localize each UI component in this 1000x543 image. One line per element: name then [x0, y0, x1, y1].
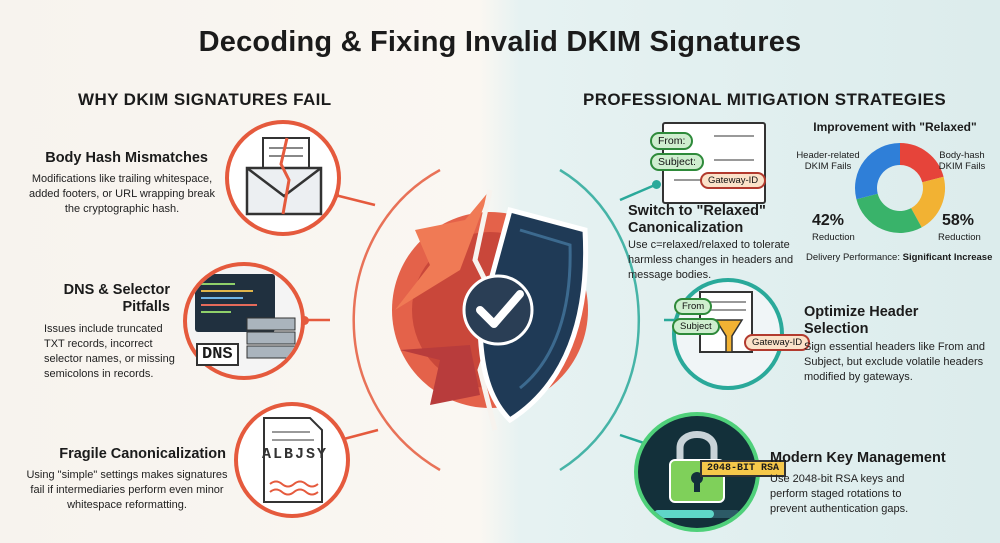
- connector-dot: [652, 180, 661, 189]
- broken-envelope-illustration: [225, 120, 341, 236]
- strategy-title-line: Switch to "Relaxed": [628, 203, 766, 219]
- checkmark-icon: [462, 274, 534, 346]
- scrambled-document-illustration: [234, 402, 350, 518]
- subject-header-tag: Subject: [672, 318, 720, 335]
- strategy-description: Use c=relaxed/relaxed to tolerate harmle…: [628, 239, 794, 281]
- chart-footer-value: Significant Increase: [902, 252, 993, 263]
- strategy-title: Switch to "Relaxed" Canonicalization: [628, 203, 798, 236]
- cause-title: DNS & Selector Pitfalls: [40, 282, 170, 315]
- cause-title-line: Pitfalls: [122, 298, 170, 315]
- cause-title: Body Hash Mismatches: [45, 150, 208, 166]
- broken-seal-shield-graphic: [392, 189, 589, 431]
- cause-description: Using "simple" settings makes signatures…: [26, 469, 228, 511]
- scrambled-letters: ALBJSY: [262, 446, 329, 463]
- donut-slice: [856, 193, 922, 233]
- chart-sub-label: Reduction: [812, 232, 855, 243]
- donut-slice: [855, 143, 901, 200]
- improvement-donut-chart: [855, 143, 945, 233]
- donut-slice: [910, 176, 945, 228]
- right-section-heading: PROFESSIONAL MITIGATION STRATEGIES: [583, 90, 947, 109]
- strategy-description: Sign essential headers like From and Sub…: [804, 341, 985, 383]
- scrambled-document-icon: [263, 417, 323, 503]
- left-section-heading: WHY DKIM SIGNATURES FAIL: [78, 90, 332, 109]
- from-header-tag: From:: [650, 132, 694, 150]
- chart-value-label: 58%: [942, 212, 975, 229]
- chart-title: Improvement with "Relaxed": [813, 120, 977, 134]
- from-header-tag: From: [674, 298, 713, 315]
- dns-badge: DNS: [196, 343, 239, 366]
- subject-header-tag: Subject:: [650, 153, 704, 171]
- gateway-id-tag: Gateway-ID: [700, 172, 767, 189]
- chart-footer: Delivery Performance: Significant Increa…: [806, 252, 996, 263]
- key-management-illustration: [634, 412, 760, 532]
- strategy-title: Optimize Header Selection: [804, 304, 984, 337]
- chart-footer-label: Delivery Performance:: [806, 252, 900, 263]
- chart-category-label: Header-related DKIM Fails: [796, 150, 860, 173]
- cause-description: Issues include truncated TXT records, in…: [44, 323, 175, 380]
- cause-title: Fragile Canonicalization: [59, 446, 226, 462]
- strategy-title-line: Selection: [804, 320, 869, 337]
- chart-sub-label: Reduction: [938, 232, 981, 243]
- broken-envelope-icon: [245, 137, 323, 216]
- strategy-title-line: Optimize Header: [804, 304, 919, 320]
- strategy-title-line: Canonicalization: [628, 219, 744, 236]
- cause-description: Modifications like trailing whitespace, …: [28, 173, 216, 215]
- cause-title-line: DNS & Selector: [63, 282, 170, 298]
- code-window-icon: [195, 274, 296, 359]
- strategy-description: Use 2048-bit RSA keys and perform staged…: [770, 473, 909, 515]
- rsa-key-label: 2048-BIT RSA: [700, 460, 787, 477]
- strategy-title: Modern Key Management: [770, 450, 946, 466]
- donut-slice: [899, 143, 944, 183]
- page-title: Decoding & Fixing Invalid DKIM Signature…: [198, 26, 802, 58]
- gateway-id-tag: Gateway-ID: [744, 334, 811, 351]
- chart-value-label: 42%: [812, 212, 845, 229]
- chart-category-label: Body-hash DKIM Fails: [938, 150, 986, 173]
